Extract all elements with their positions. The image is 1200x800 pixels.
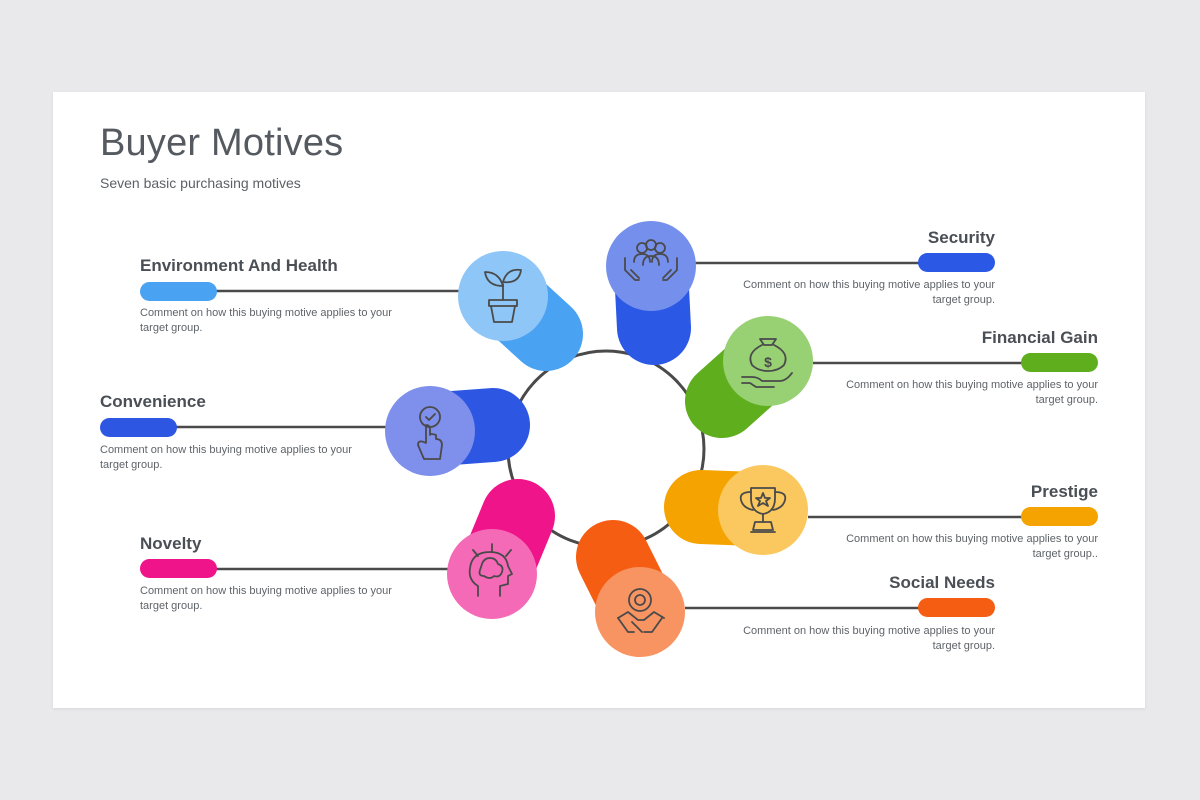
motive-label-novelty: Novelty xyxy=(140,534,202,553)
motive-label-financial-gain: Financial Gain xyxy=(981,328,1098,347)
bar-convenience xyxy=(100,418,177,437)
trophy-star-icon xyxy=(739,487,787,533)
bar-social-needs xyxy=(918,598,995,617)
motive-comment-convenience: Comment on how this buying motive applie… xyxy=(100,444,352,471)
motive-comment-security: Comment on how this buying motive applie… xyxy=(743,279,995,306)
motive-label-environment: Environment And Health xyxy=(140,256,338,275)
people-hands-icon xyxy=(624,239,678,281)
slide: Buyer Motives Seven basic purchasing mot… xyxy=(53,92,1145,708)
cylinder-novelty xyxy=(447,479,555,619)
handshake-gear-icon xyxy=(617,588,665,633)
bar-environment xyxy=(140,282,217,301)
motive-comment-environment: Comment on how this buying motive applie… xyxy=(140,307,392,334)
motive-label-prestige: Prestige xyxy=(1030,482,1098,501)
bar-prestige xyxy=(1021,507,1098,526)
cylinder-convenience xyxy=(385,386,530,476)
motives-diagram: $ xyxy=(100,221,1098,657)
page-title: Buyer Motives xyxy=(100,122,344,164)
touch-hand-icon xyxy=(417,406,443,460)
motive-comment-prestige: Comment on how this buying motive applie… xyxy=(846,533,1098,560)
plant-pot-icon xyxy=(484,268,522,323)
bar-financial-gain xyxy=(1021,353,1098,372)
motive-comment-novelty: Comment on how this buying motive applie… xyxy=(140,585,392,612)
motive-label-convenience: Convenience xyxy=(100,392,206,411)
motive-label-security: Security xyxy=(927,228,995,247)
connector-lines xyxy=(173,261,1023,610)
bar-novelty xyxy=(140,559,217,578)
motive-comment-financial-gain: Comment on how this buying motive applie… xyxy=(846,379,1098,406)
bar-security xyxy=(918,253,995,272)
brain-head-icon xyxy=(468,543,513,597)
motive-comment-social-needs: Comment on how this buying motive applie… xyxy=(743,625,995,652)
cylinder-security xyxy=(606,221,696,365)
cylinder-prestige xyxy=(664,465,808,555)
money-bag-hand-icon: $ xyxy=(741,338,793,388)
cylinder-social-needs xyxy=(576,520,685,657)
motive-label-social-needs: Social Needs xyxy=(889,573,995,592)
svg-text:$: $ xyxy=(764,354,772,370)
page-subtitle: Seven basic purchasing motives xyxy=(100,175,301,191)
